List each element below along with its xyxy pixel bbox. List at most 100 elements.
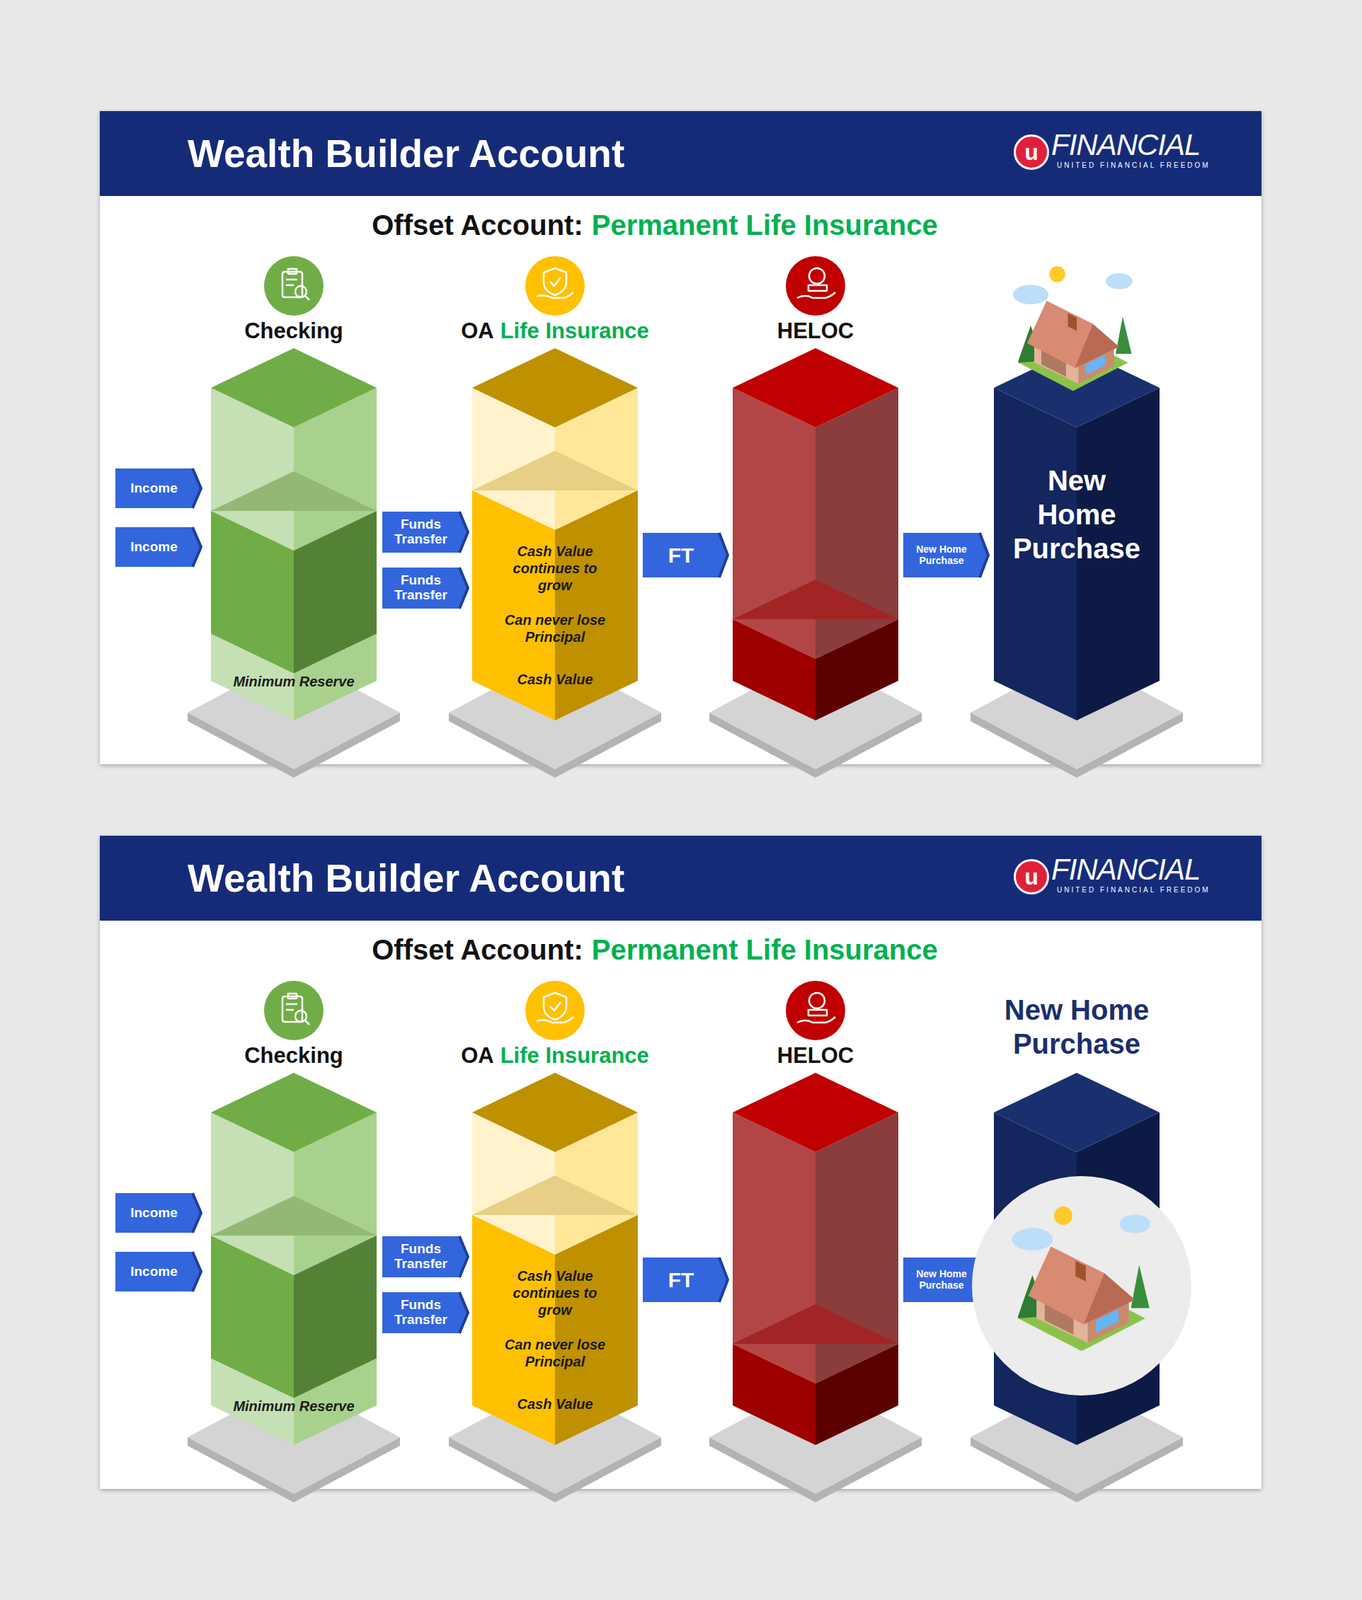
fund-note: Cash Value — [491, 1395, 619, 1413]
roof-gable — [1075, 324, 1120, 369]
fill-level — [210, 1196, 377, 1236]
reserve-label: Minimum Reserve — [212, 1398, 376, 1416]
slide-title: Wealth Builder Account — [187, 111, 625, 197]
icon-clipboard — [282, 271, 303, 298]
fill-level — [732, 579, 899, 620]
icon-circle — [525, 256, 585, 316]
tag-label: Income — [116, 1193, 192, 1234]
arrow-tag: Funds Transfer — [382, 511, 468, 553]
tag-shape — [382, 511, 468, 553]
icon-handle — [305, 1020, 310, 1026]
tree — [1115, 317, 1132, 355]
pillar-checking: CheckingMinimum Reserve — [187, 977, 400, 1505]
tag-chevron — [192, 468, 202, 509]
icon-hand — [797, 1017, 836, 1023]
icon-clipboard — [282, 996, 303, 1023]
tag-chevron — [192, 1193, 202, 1234]
fund-note: Cash Value — [491, 671, 619, 689]
arrow-tag: New Home Purchase — [903, 1257, 989, 1303]
tag-label: New Home Purchase — [904, 533, 979, 578]
tag-label: Funds Transfer — [383, 1236, 459, 1278]
tag-shape — [903, 533, 989, 578]
subtitle-accent: Permanent Life Insurance — [591, 934, 938, 967]
arrow-tag: Income — [115, 527, 202, 568]
heading-row: Checking — [145, 315, 443, 348]
tag-chevron — [459, 1236, 468, 1278]
top-face — [210, 1073, 377, 1153]
pillar-home: New Home Purchase — [970, 977, 1183, 1505]
reserve-label: Minimum Reserve — [212, 673, 376, 691]
tag-shape — [115, 468, 202, 509]
pillar-checking: CheckingMinimum Reserve — [187, 252, 400, 781]
right-face — [815, 619, 899, 721]
pillar-life: OALife InsuranceCash Value continues to … — [448, 252, 662, 781]
arrow-tag: Income — [115, 1252, 202, 1292]
heading-row: HELOC — [666, 315, 965, 348]
pillar-heading: Life Insurance — [500, 1043, 650, 1069]
tag-chevron — [979, 533, 989, 578]
top-face — [993, 1073, 1160, 1153]
icon-stack — [808, 285, 827, 291]
sun — [1054, 1206, 1073, 1226]
icon-stack — [808, 1010, 827, 1016]
pillar-heloc: HELOC — [709, 977, 922, 1505]
arrow-tag: Income — [115, 1193, 202, 1234]
arrow-tag: Income — [115, 468, 202, 509]
pillar-home: New Home Purchase — [970, 252, 1183, 781]
subtitle-row: Offset Account:Permanent Life Insurance — [99, 206, 1210, 244]
logo-tagline: UNITED FINANCIAL FREEDOM — [1056, 162, 1211, 170]
icon-check — [550, 277, 561, 286]
icon-circle — [525, 981, 585, 1041]
logo-mark: u — [1013, 134, 1050, 170]
tag-label: Funds Transfer — [383, 511, 459, 553]
tag-chevron — [459, 567, 468, 609]
pillar-heading: Checking — [244, 318, 344, 345]
tag-shape — [382, 567, 468, 609]
pillar-heading: OA — [460, 1043, 495, 1069]
top-face — [732, 1073, 899, 1153]
house-illustration — [1011, 1206, 1151, 1352]
tag-chevron — [719, 1257, 728, 1303]
fill-level — [472, 450, 638, 491]
pillar-heading: OA — [460, 318, 495, 345]
icon-circle — [785, 256, 846, 316]
tag-chevron — [459, 511, 468, 553]
tag-label: Income — [116, 527, 192, 568]
tag-label: Funds Transfer — [383, 1292, 459, 1334]
tag-chevron — [719, 533, 728, 578]
icon-circle — [264, 256, 324, 316]
tag-label: Income — [116, 1252, 192, 1292]
heading-row: OALife Insurance — [406, 315, 704, 348]
icon-hand — [536, 1017, 574, 1023]
heading-row: Checking — [145, 1039, 443, 1073]
icon-circle — [785, 981, 846, 1041]
icon-row — [285, 278, 298, 282]
pillar-heading: Checking — [244, 1043, 344, 1069]
top-face — [210, 348, 377, 428]
icon-hand — [797, 292, 836, 299]
sun — [1049, 266, 1066, 283]
tag-chevron — [459, 1292, 468, 1334]
tag-label: New Home Purchase — [904, 1257, 979, 1303]
top-face — [472, 348, 638, 428]
slide-title: Wealth Builder Account — [187, 836, 625, 921]
logo-word: FINANCIAL — [1051, 130, 1200, 160]
logo-word: FINANCIAL — [1051, 855, 1200, 885]
top-face — [732, 348, 899, 428]
pillar-life: OALife InsuranceCash Value continues to … — [448, 977, 662, 1505]
arrow-tag: FT — [642, 533, 728, 578]
arrow-tag: FT — [642, 1257, 728, 1303]
fill-level — [732, 1304, 899, 1345]
fund-note: Cash Value continues to grow — [494, 1267, 616, 1319]
subtitle: Offset Account: — [371, 934, 584, 967]
house-illustration — [1013, 266, 1133, 391]
slide-panel: Wealth Builder AccountIncomeIncomeChecki… — [99, 836, 1262, 1490]
icon-lens — [295, 1010, 307, 1023]
slide-panel: Wealth Builder AccountIncomeIncomeChecki… — [99, 111, 1262, 765]
icon-clip — [288, 993, 297, 999]
heading-row: OALife Insurance — [406, 1039, 704, 1073]
tag-shape — [642, 533, 728, 578]
icon-hand — [536, 292, 574, 299]
fill-level — [472, 1175, 638, 1216]
pillar-heading: HELOC — [777, 1043, 855, 1069]
